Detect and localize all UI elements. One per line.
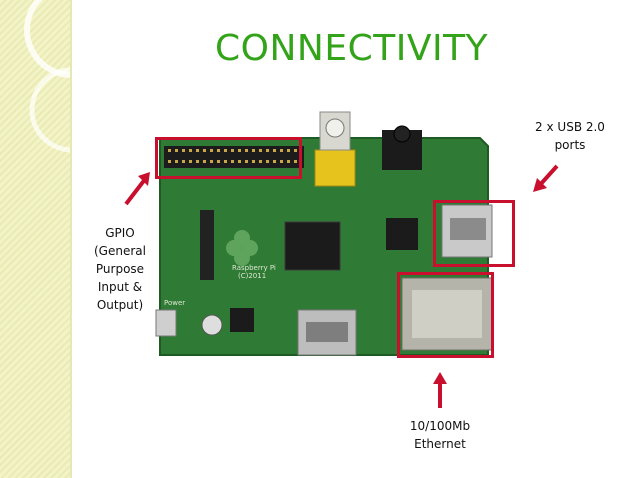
ethernet-label-line-1: 10/100Mb — [409, 419, 471, 433]
silkscreen-text-1: Raspberry Pi — [232, 264, 276, 272]
decorative-circles — [24, 0, 70, 153]
gpio-label-line-1: GPIO — [105, 226, 135, 240]
usb-arrow-icon — [533, 164, 559, 192]
gpio-label-line-2: (General — [94, 244, 146, 258]
decorative-left-band — [0, 0, 72, 478]
ethernet-highlight-box — [397, 272, 494, 358]
slide-title: CONNECTIVITY — [215, 28, 489, 69]
gpio-label-line-3: Purpose — [95, 262, 145, 276]
usb-label-line-1: 2 x USB 2.0 — [535, 120, 605, 134]
gpio-highlight-box — [155, 137, 302, 179]
usb-label-line-2: ports — [554, 138, 586, 152]
gpio-label-line-4: Input & — [97, 280, 143, 294]
gpio-arrow-icon — [124, 172, 150, 206]
raspberry-pi-board: Raspberry Pi (C)2011 Power — [155, 111, 493, 356]
ethernet-arrow-icon — [433, 372, 447, 408]
silkscreen-text-3: Power — [164, 299, 185, 307]
gpio-label-line-5: Output) — [96, 298, 144, 312]
usb-label: 2 x USB 2.0 ports — [525, 118, 615, 154]
ethernet-label-line-2: Ethernet — [414, 437, 466, 451]
gpio-label: GPIO (General Purpose Input & Output) — [85, 224, 155, 314]
usb-highlight-box — [433, 200, 515, 267]
gpio-header — [164, 146, 304, 168]
silkscreen-text-2: (C)2011 — [238, 272, 266, 280]
ethernet-label: 10/100Mb Ethernet — [400, 417, 480, 453]
